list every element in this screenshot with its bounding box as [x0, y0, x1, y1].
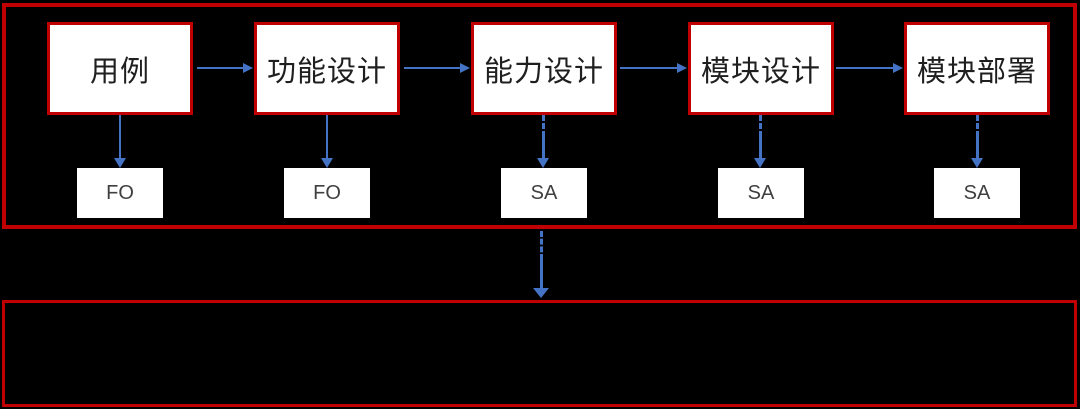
tag-label: SA — [747, 181, 775, 204]
tag-box-sa-3: SA — [934, 168, 1020, 218]
tag-box-sa-2: SA — [718, 168, 804, 218]
stage-label: 功能设计 — [266, 55, 387, 88]
tag-arrow-1-icon — [114, 115, 126, 168]
flow-arrow-4-icon — [836, 63, 903, 73]
tag-arrow-3-icon — [537, 115, 549, 168]
tag-label: SA — [530, 181, 558, 204]
bridge-arrow-icon — [533, 231, 549, 298]
tag-arrow-5-icon — [971, 115, 983, 168]
stage-box-capability-design: 能力设计 — [471, 22, 617, 115]
tag-box-sa-1: SA — [501, 168, 587, 218]
arrow-dash-segment — [540, 231, 543, 260]
stage-label: 能力设计 — [483, 55, 604, 88]
arrow-solid-segment — [976, 137, 979, 158]
flow-arrow-2-icon — [404, 63, 470, 73]
stage-label: 模块设计 — [700, 55, 821, 88]
flow-arrow-1-icon — [197, 63, 253, 73]
stage-label: 模块部署 — [916, 55, 1037, 88]
arrow-solid-segment — [759, 137, 762, 158]
tag-label: SA — [963, 181, 991, 204]
arrow-solid-segment — [542, 137, 545, 158]
tag-arrow-4-icon — [754, 115, 766, 168]
stage-box-module-design: 模块设计 — [688, 22, 834, 115]
tag-label: FO — [313, 181, 341, 204]
arrowhead-icon — [537, 158, 549, 168]
bottom-panel — [2, 300, 1077, 407]
arrow-dash-segment — [542, 115, 545, 137]
top-panel — [2, 3, 1077, 229]
stage-box-use-case: 用例 — [47, 22, 193, 115]
arrow-solid-segment — [540, 260, 543, 288]
arrow-dash-segment — [976, 115, 979, 137]
tag-box-fo-2: FO — [284, 168, 370, 218]
tag-box-fo-1: FO — [77, 168, 163, 218]
stage-box-function-design: 功能设计 — [254, 22, 400, 115]
flow-arrow-3-icon — [620, 63, 687, 73]
arrowhead-icon — [971, 158, 983, 168]
arrowhead-icon — [533, 288, 549, 298]
tag-label: FO — [106, 181, 134, 204]
arrowhead-icon — [754, 158, 766, 168]
arrow-dash-segment — [759, 115, 762, 137]
tag-arrow-2-icon — [321, 115, 333, 168]
stage-label: 用例 — [89, 55, 150, 88]
stage-box-module-deployment: 模块部署 — [904, 22, 1050, 115]
